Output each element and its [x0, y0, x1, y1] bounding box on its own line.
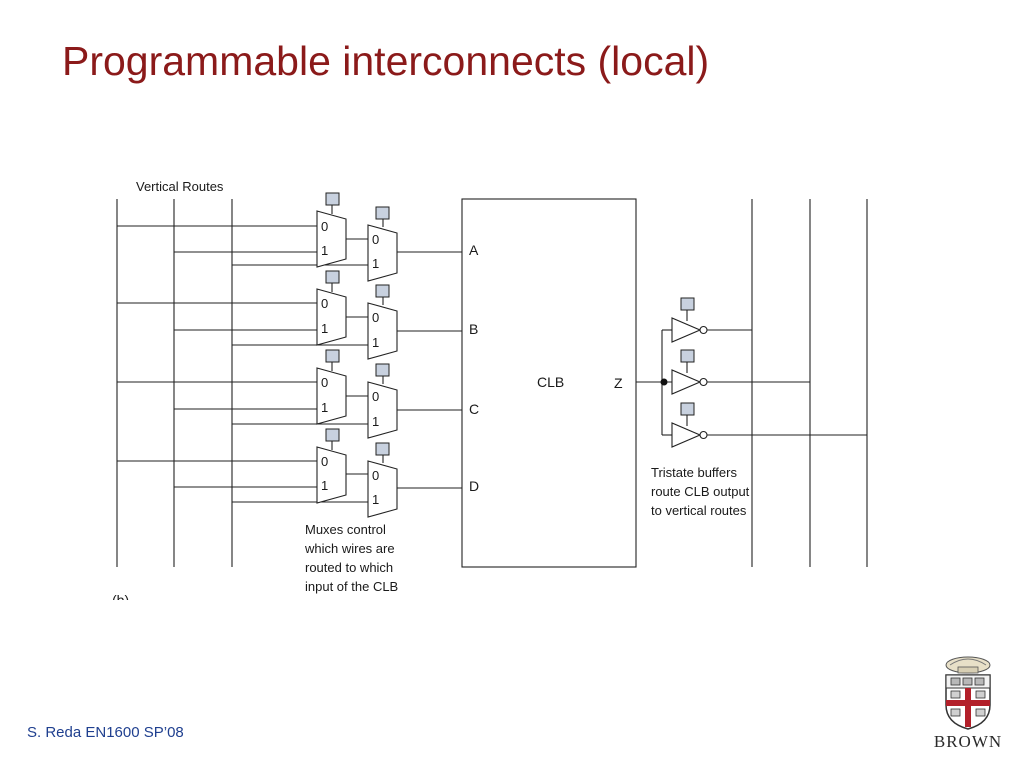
- mux-second: [367, 224, 398, 282]
- panel-label-clip: (b): [112, 592, 129, 608]
- input-pin-a: A: [469, 242, 479, 258]
- logo-wordmark: BROWN: [934, 732, 1002, 751]
- mux-input-0: 0: [321, 296, 328, 311]
- junction-dot: [660, 378, 668, 386]
- left-vertical-routes: [116, 199, 233, 567]
- mux-input-0: 0: [372, 232, 379, 247]
- input-pin-b: B: [469, 321, 478, 337]
- mux-input-1: 1: [321, 321, 328, 336]
- mux-input-0: 0: [321, 454, 328, 469]
- mux-input-0: 0: [372, 468, 379, 483]
- tristate-caption-line: route CLB output: [651, 484, 750, 499]
- mux-control-box: [375, 442, 390, 456]
- input-pin-d: D: [469, 478, 479, 494]
- slide-title: Programmable interconnects (local): [62, 38, 710, 84]
- vertical-routes-label: Vertical Routes: [136, 179, 224, 194]
- mux-first: [316, 446, 347, 504]
- mux-control-box: [375, 206, 390, 220]
- mux-control-box: [325, 192, 340, 206]
- mux-group-c: 0 1 0 1: [117, 349, 462, 439]
- brown-university-shield-icon: BROWN: [934, 656, 1002, 751]
- mux-input-0: 0: [321, 219, 328, 234]
- mux-caption: Muxes control which wires are routed to …: [304, 522, 398, 594]
- mux-input-1: 1: [372, 256, 379, 271]
- mux-first: [316, 288, 347, 346]
- clb-block: [461, 198, 637, 568]
- tristate-buffers: [636, 297, 867, 448]
- tristate-caption-line: to vertical routes: [651, 503, 747, 518]
- mux-caption-line: routed to which: [305, 560, 393, 575]
- mux-first: [316, 210, 347, 268]
- mux-caption-line: input of the CLB: [305, 579, 398, 594]
- mux-input-0: 0: [372, 389, 379, 404]
- mux-input-1: 1: [372, 492, 379, 507]
- inverter-bubble: [699, 325, 708, 335]
- inverter-bubble: [699, 430, 708, 440]
- input-pin-c: C: [469, 401, 479, 417]
- slide-footer: S. Reda EN1600 SP’08: [27, 724, 184, 741]
- mux-group-a: 0 1 0 1: [117, 192, 462, 282]
- mux-control-box: [325, 270, 340, 284]
- mux-second: [367, 460, 398, 518]
- mux-caption-line: Muxes control: [305, 522, 386, 537]
- buffer-control-box: [680, 297, 695, 311]
- inverter-bubble: [699, 377, 708, 387]
- right-vertical-routes: [751, 199, 868, 567]
- mux-second: [367, 381, 398, 439]
- mux-control-box: [375, 363, 390, 377]
- mux-control-box: [325, 428, 340, 442]
- mux-group-b: 0 1 0 1: [117, 270, 462, 360]
- mux-group-d: 0 1 0 1: [117, 428, 462, 518]
- buffer-control-box: [680, 349, 695, 363]
- clb-label: CLB: [537, 374, 564, 390]
- buffer-control-box: [680, 402, 695, 416]
- tristate-buffer: [671, 422, 702, 448]
- mux-input-1: 1: [321, 400, 328, 415]
- mux-input-0: 0: [372, 310, 379, 325]
- mux-first: [316, 367, 347, 425]
- mux-second: [367, 302, 398, 360]
- panel-label: (b): [112, 592, 129, 608]
- tristate-buffer: [671, 317, 702, 343]
- mux-input-1: 1: [372, 335, 379, 350]
- mux-input-1: 1: [321, 243, 328, 258]
- mux-input-1: 1: [321, 478, 328, 493]
- tristate-caption-line: Tristate buffers: [651, 465, 737, 480]
- mux-control-box: [325, 349, 340, 363]
- mux-input-1: 1: [372, 414, 379, 429]
- mux-control-box: [375, 284, 390, 298]
- tristate-buffer: [671, 369, 702, 395]
- tristate-caption: Tristate buffers route CLB output to ver…: [651, 465, 750, 518]
- mux-caption-line: which wires are: [304, 541, 395, 556]
- mux-input-0: 0: [321, 375, 328, 390]
- output-pin-z: Z: [614, 375, 623, 391]
